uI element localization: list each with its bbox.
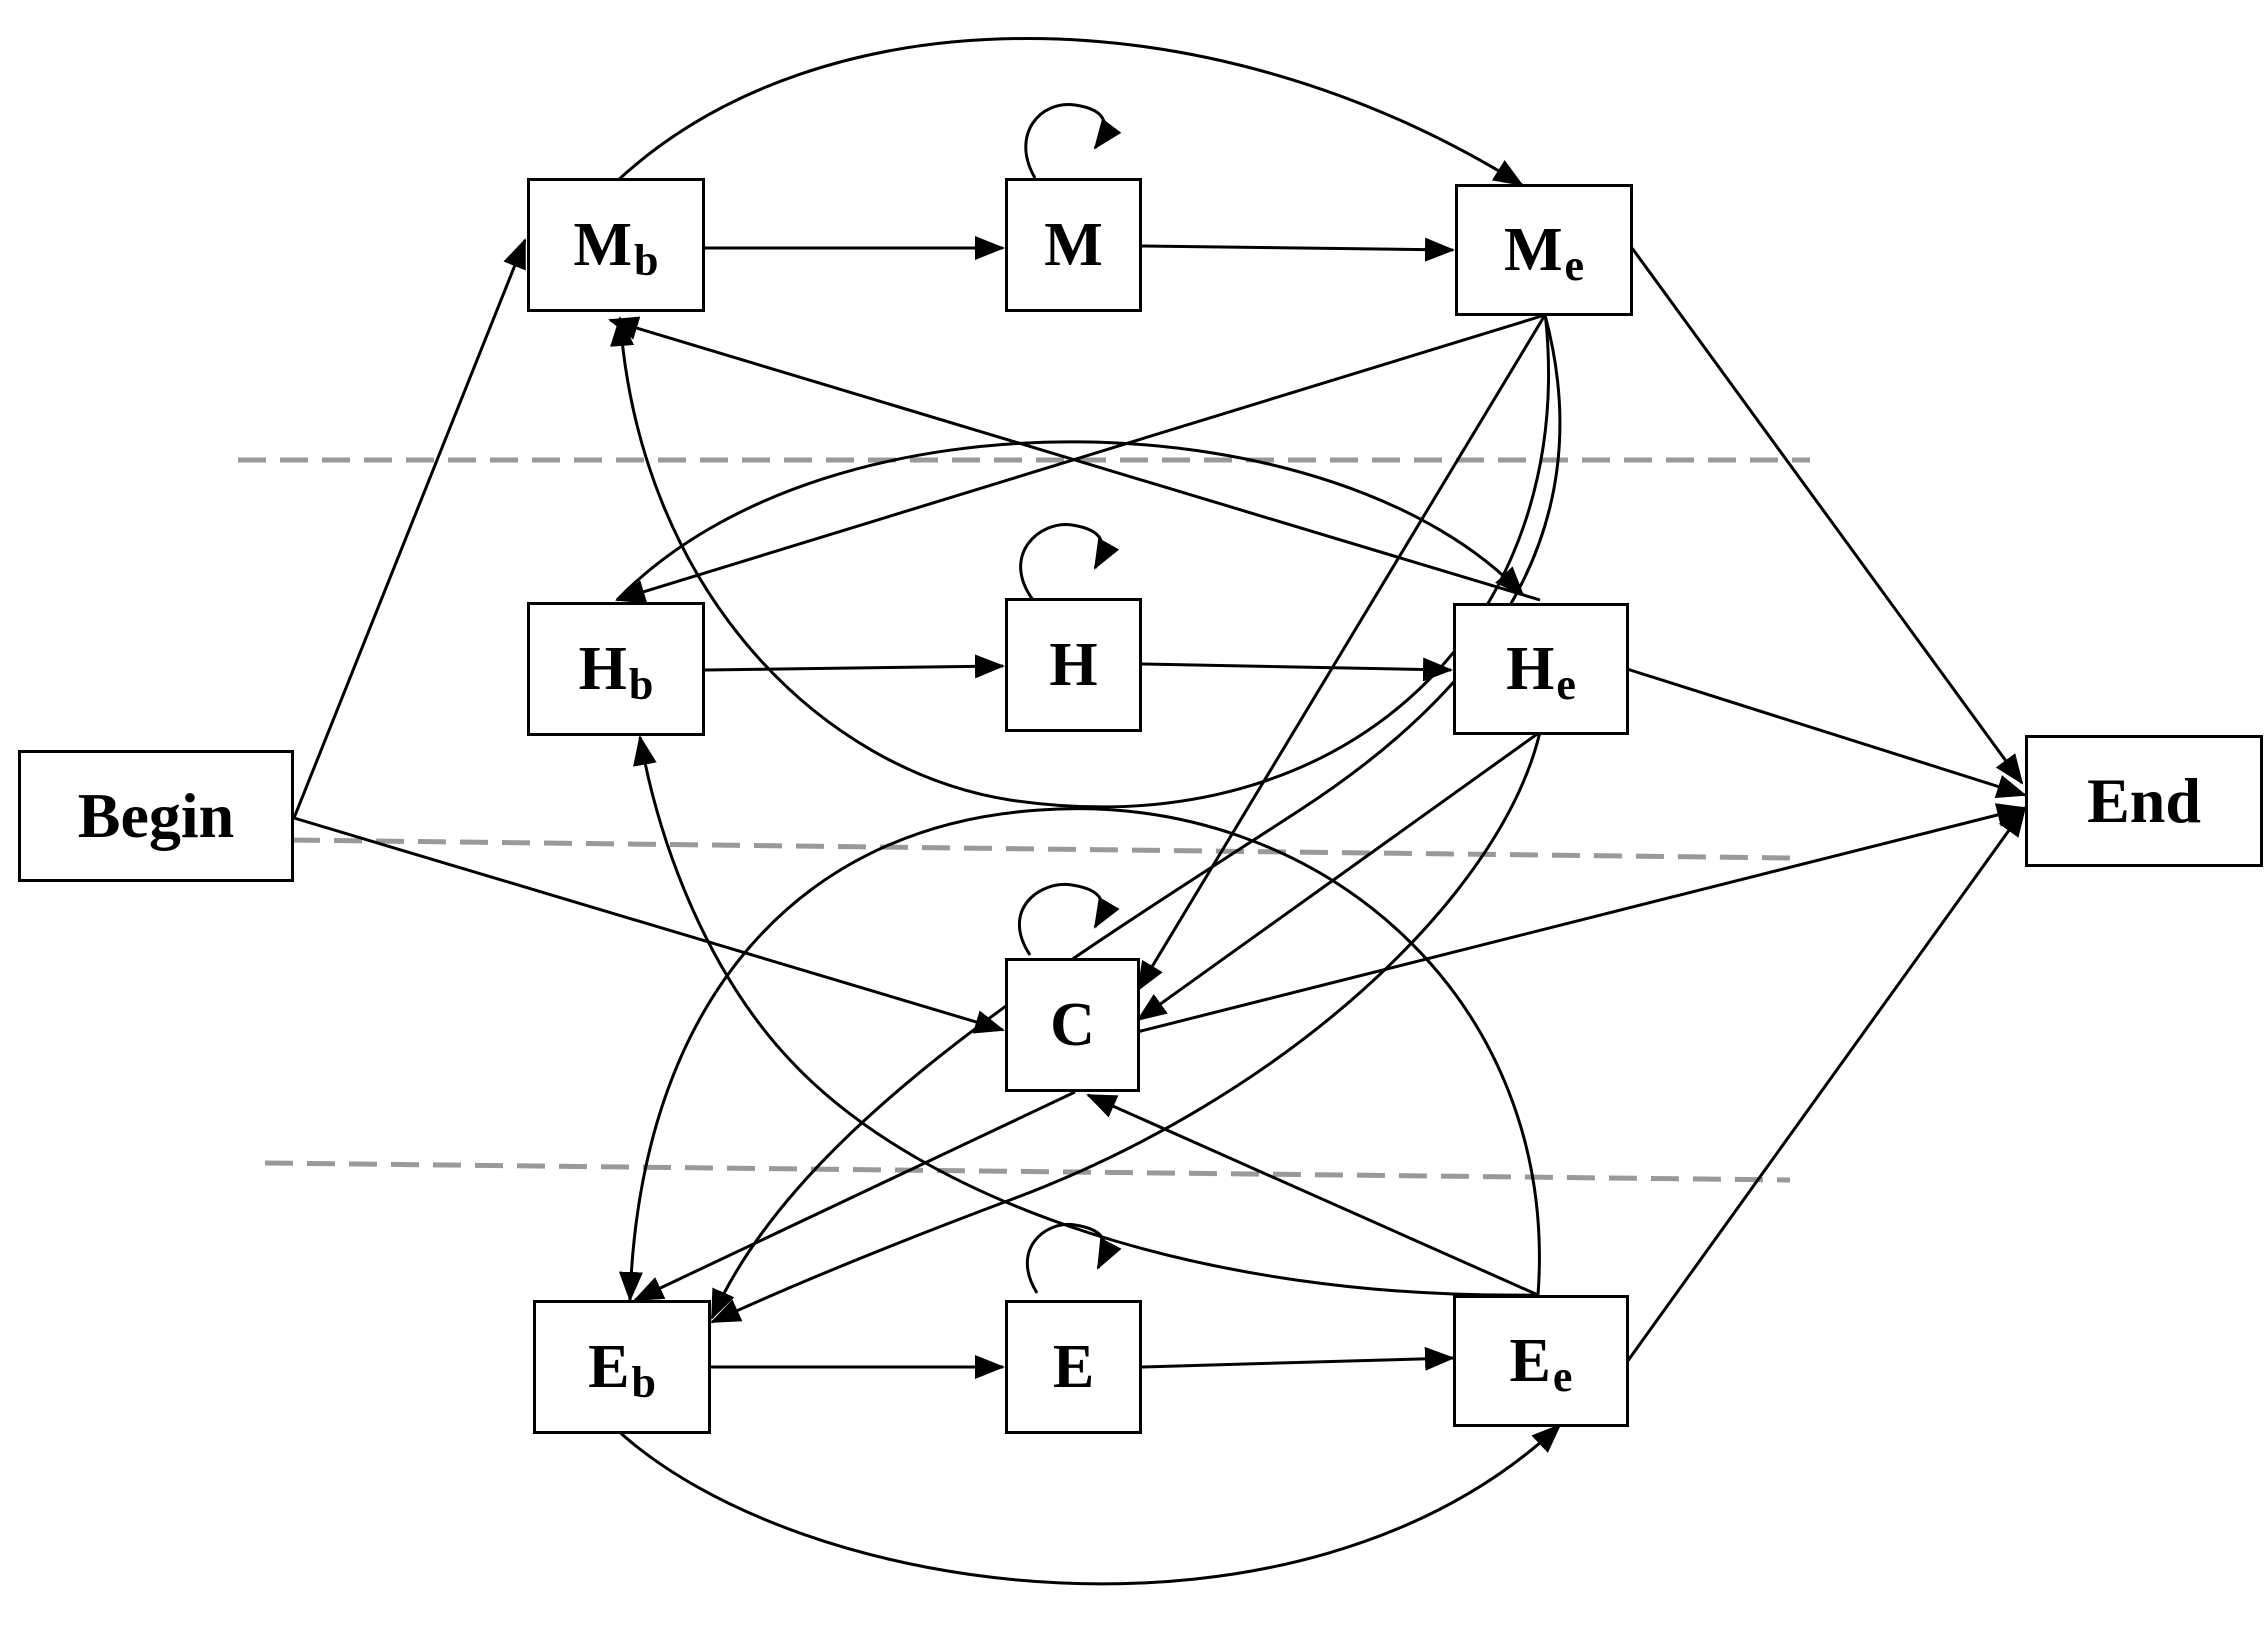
node-ee-sub: e [1552,1352,1573,1401]
edge-mb-me [613,37,1524,187]
edge-he-end [1626,667,2027,798]
node-m: M [1005,178,1142,312]
node-hb-label: H [578,635,627,703]
edge-he-eb [710,731,1542,1324]
node-e-label: E [1052,1333,1095,1401]
edge-e-ee [1141,1346,1455,1371]
layer-dividers [238,457,1810,1183]
node-begin-label: Begin [77,780,235,851]
edge-m-me [1141,237,1455,262]
node-c-label: C [1050,991,1095,1059]
node-end-label: End [2087,765,2201,836]
node-ee-label: E [1509,1327,1551,1395]
edge-he-mb-loop [610,311,1550,809]
edge-he-c [1136,730,1541,1022]
edge-e-self [1025,1222,1122,1294]
edge-eb-ee [613,1423,1562,1586]
edge-he-mb [608,316,1541,602]
node-mb-sub: b [634,236,659,285]
node-he-sub: e [1556,660,1576,709]
node-eb-sub: b [631,1358,656,1407]
node-end: End [2025,735,2263,867]
edge-hb-he [615,440,1525,602]
node-he-label: H [1506,635,1555,703]
node-eb-label: E [588,1333,630,1401]
divider-line-2 [291,837,1791,861]
edge-ee-eb-loop [618,807,1541,1302]
node-h: H [1005,598,1142,732]
node-c: C [1005,958,1140,1092]
node-begin: Begin [18,750,294,882]
edge-ee-hb [633,735,1539,1297]
edge-me-eb [710,314,1562,1320]
edge-me-end [1630,247,2024,785]
edge-me-c [1136,314,1547,992]
edges [292,37,2027,1586]
edge-m-self [1024,103,1122,179]
edge-me-hb [615,313,1546,604]
edge-ee-c [1086,1093,1539,1297]
edge-c-self [1017,882,1120,956]
divider-line-3 [264,1160,1791,1183]
edge-c-end [1136,803,2027,1034]
node-e: E [1005,1300,1142,1434]
node-me-label: M [1503,216,1563,284]
node-mb-label: M [573,211,633,279]
node-m-label: M [1044,211,1103,279]
edge-hb-h [704,654,1005,679]
node-hb-sub: b [628,660,654,709]
edge-c-eb [633,1090,1076,1302]
node-h-label: H [1049,631,1098,699]
edge-h-he [1141,657,1453,682]
edge-begin-mb [292,238,527,819]
edge-h-self [1019,523,1120,601]
node-me-sub: e [1564,241,1585,290]
edge-begin-c [293,816,1005,1034]
edge-ee-end [1625,806,2027,1363]
